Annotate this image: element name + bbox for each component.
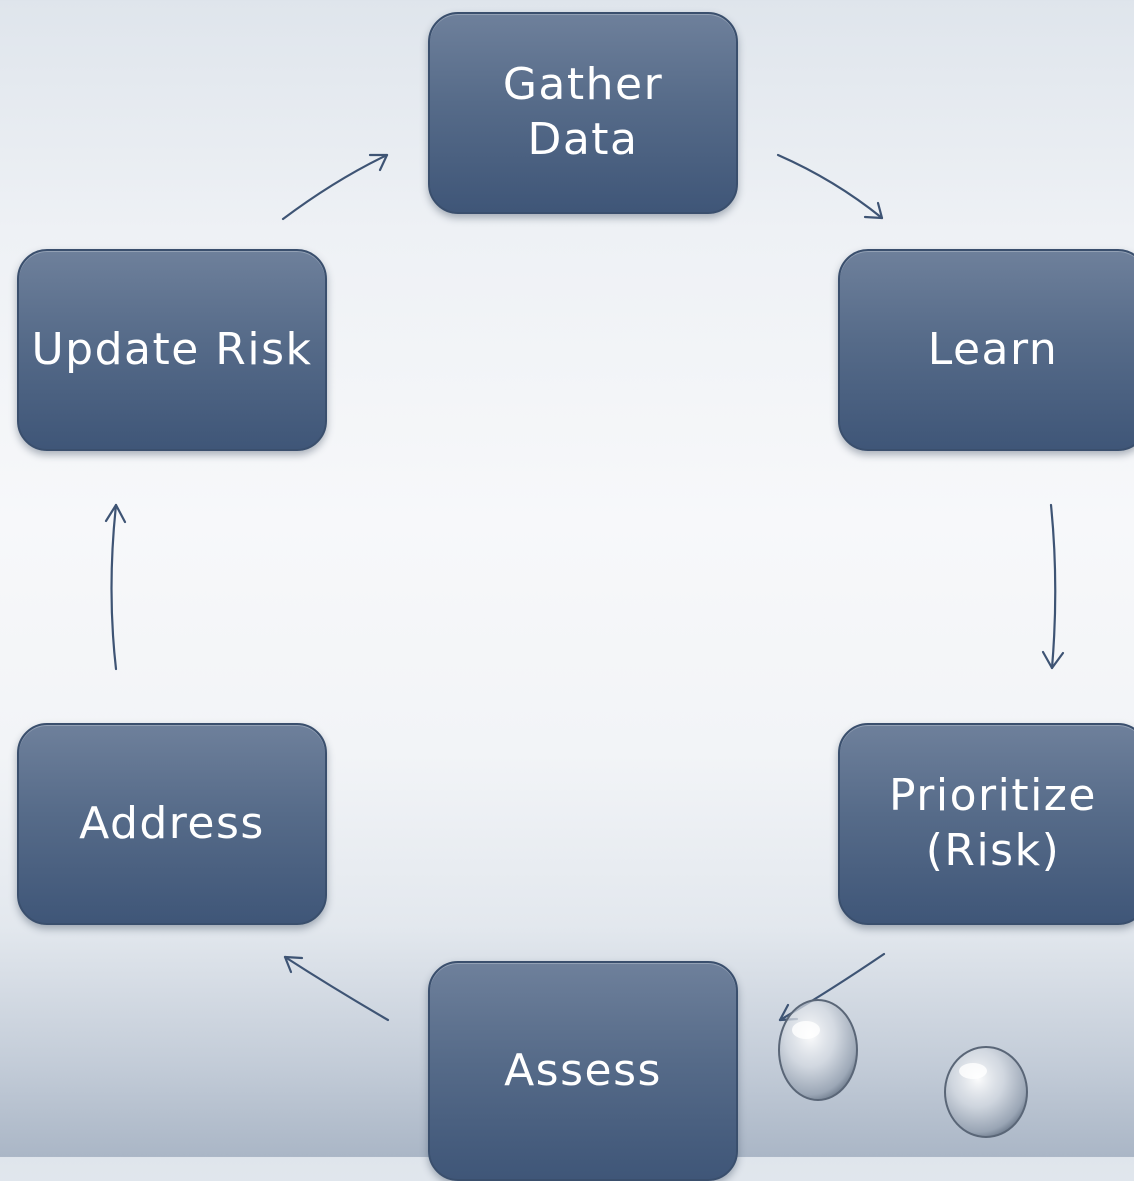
arrow-prioritize-to-assess [778, 952, 886, 1022]
node-prioritize: Prioritize (Risk) [838, 723, 1134, 925]
arrow-update-to-gather [281, 153, 389, 221]
node-assess: Assess [428, 961, 738, 1181]
node-address: Address [17, 723, 327, 925]
arrow-learn-to-prioritize [1041, 503, 1065, 670]
node-update-risk: Update Risk [17, 249, 327, 451]
arrow-assess-to-address [283, 955, 390, 1022]
arrow-gather-to-learn [776, 153, 884, 220]
cycle-arrows [104, 153, 1065, 1022]
node-gather-data: Gather Data [428, 12, 738, 214]
node-learn: Learn [838, 249, 1134, 451]
cycle-diagram: Gather Data Learn Prioritize (Risk) Asse… [17, 12, 1134, 1181]
arrow-address-to-update [104, 503, 127, 671]
